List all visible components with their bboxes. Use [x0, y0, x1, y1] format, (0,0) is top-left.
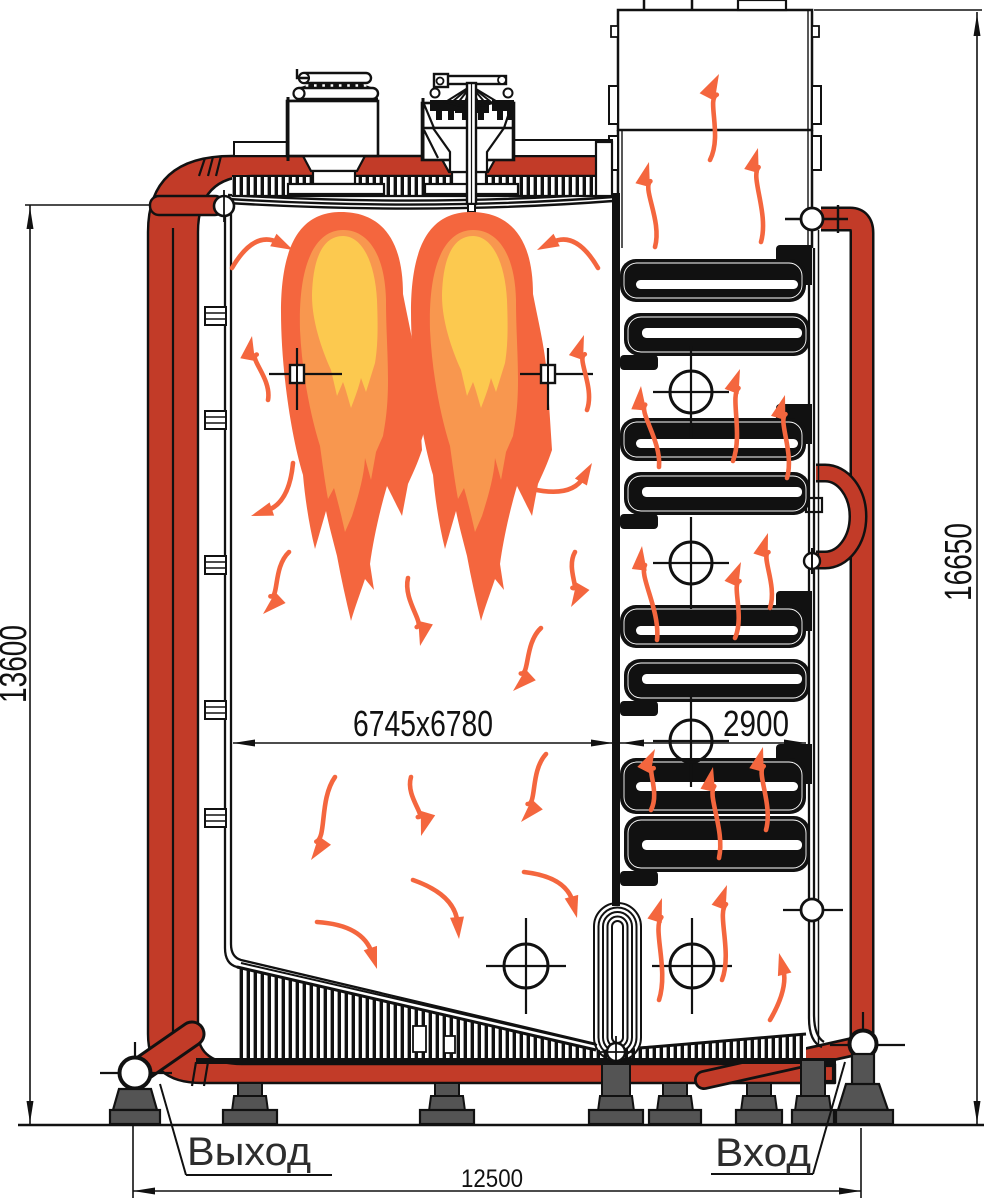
svg-text:16650: 16650: [938, 523, 980, 601]
svg-text:Выход: Выход: [187, 1130, 311, 1174]
svg-text:2900: 2900: [723, 703, 789, 744]
svg-text:12500: 12500: [461, 1165, 523, 1193]
svg-text:6745x6780: 6745x6780: [353, 703, 493, 744]
svg-text:Вход: Вход: [715, 1131, 811, 1175]
svg-text:13600: 13600: [0, 625, 35, 703]
